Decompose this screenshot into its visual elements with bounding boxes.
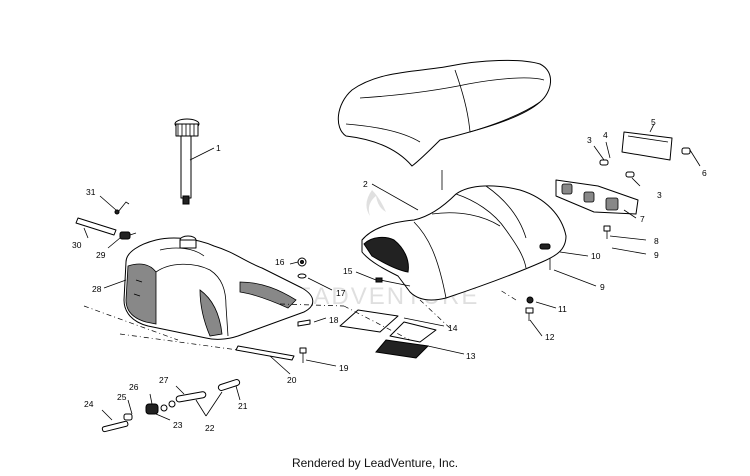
seat-base-part	[361, 185, 567, 301]
callout-11: 11	[558, 304, 567, 314]
rod-part	[75, 217, 117, 236]
callout-20: 20	[287, 375, 297, 385]
fitting-part	[119, 231, 137, 240]
callout-7: 7	[640, 214, 645, 224]
callout-22: 22	[205, 423, 215, 433]
callout-13: 13	[466, 351, 476, 361]
callout-31: 31	[86, 187, 96, 197]
fuel-tank-part	[123, 235, 314, 340]
callout-21: 21	[238, 401, 248, 411]
callout-27: 27	[159, 375, 169, 385]
seat-cover-part	[337, 59, 551, 167]
lens-part	[621, 131, 673, 161]
leader-lines	[83, 123, 701, 421]
callout-6: 6	[702, 168, 707, 178]
fasteners	[297, 225, 611, 363]
callout-26: 26	[129, 382, 139, 392]
callout-9: 9	[654, 250, 659, 260]
callout-14: 14	[448, 323, 458, 333]
callout-9: 9	[600, 282, 605, 292]
assembly-lines	[83, 289, 517, 351]
callout-16: 16	[275, 257, 285, 267]
clip-part	[114, 201, 130, 215]
callout-28: 28	[92, 284, 102, 294]
callout-30: 30	[72, 240, 82, 250]
callout-23: 23	[173, 420, 183, 430]
callout-19: 19	[339, 363, 349, 373]
callout-3: 3	[587, 135, 592, 145]
tail-light-part	[555, 179, 639, 215]
callout-4: 4	[603, 130, 608, 140]
callout-25: 25	[117, 392, 127, 402]
callout-2: 2	[363, 179, 368, 189]
callout-1: 1	[216, 143, 221, 153]
callout-15: 15	[343, 266, 353, 276]
callout-10: 10	[591, 251, 601, 261]
callout-3: 3	[657, 190, 662, 200]
callout-12: 12	[545, 332, 555, 342]
callout-18: 18	[329, 315, 339, 325]
callout-17: 17	[336, 288, 346, 298]
callout-8: 8	[654, 236, 659, 246]
footer-credit: Rendered by LeadVenture, Inc.	[291, 456, 459, 470]
pad-parts	[235, 309, 437, 361]
callout-24: 24	[84, 399, 94, 409]
fuel-sender-part	[174, 118, 200, 205]
callout-29: 29	[96, 250, 106, 260]
hose-parts	[101, 379, 241, 433]
callout-5: 5	[651, 117, 656, 127]
bulb-parts	[599, 147, 691, 178]
callout-labels: 1 2 3 3 4 5 6 7 8 9 9 10 11 12 13 14 15 …	[72, 117, 707, 433]
